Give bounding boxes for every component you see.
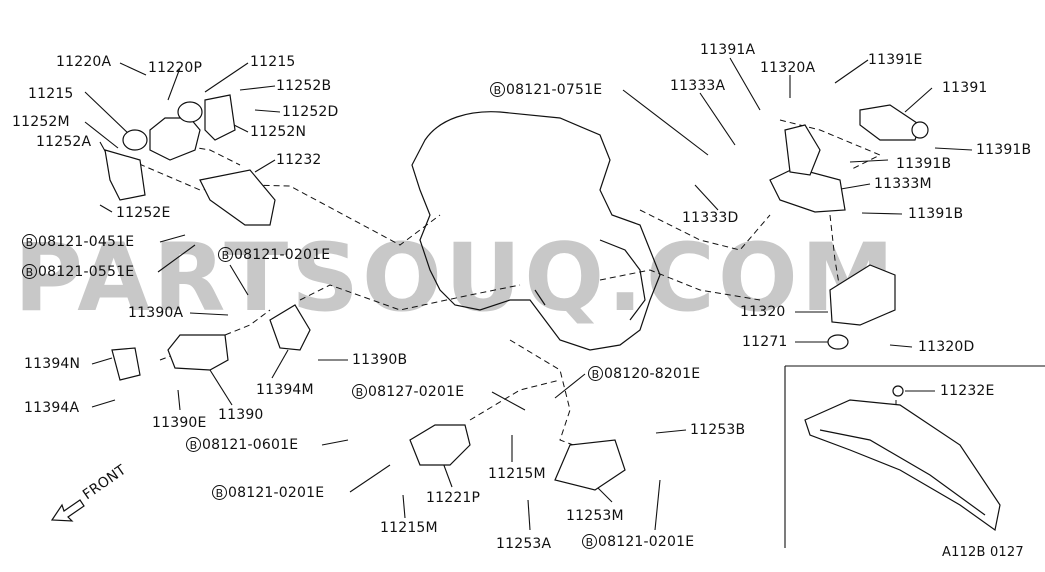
- leader-lines: [84, 57, 973, 531]
- callout-11215-top: 11215: [250, 54, 296, 70]
- nut-11391b: [911, 121, 929, 139]
- callout-11391b-c: 11391B: [908, 206, 964, 222]
- callout-11232: 11232: [276, 152, 322, 168]
- insulator-11215-a: [177, 101, 203, 123]
- callout-11320d: 11320D: [918, 339, 975, 355]
- part-shapes: [104, 94, 929, 491]
- callout-11252d: 11252D: [282, 104, 339, 120]
- callout-11252b: 11252B: [276, 78, 332, 94]
- bracket-11232: [199, 169, 276, 226]
- figure-code: A112B 0127: [942, 545, 1024, 560]
- callout-11253m: 11253M: [566, 508, 624, 524]
- callout-11253a: 11253A: [496, 536, 552, 552]
- callout-11220a: 11220A: [56, 54, 112, 70]
- callout-11390b: 11390B: [352, 352, 408, 368]
- callout-11333m: 11333M: [874, 176, 932, 192]
- callout-11333d: 11333D: [682, 210, 739, 226]
- engine-outline: [411, 111, 661, 351]
- assembly-lines: [129, 119, 897, 456]
- inset-box: [784, 365, 1045, 548]
- callout-11252m: 11252M: [12, 114, 70, 130]
- bracket-11252m: [104, 149, 146, 201]
- callout-11394a: 11394A: [24, 400, 80, 416]
- callout-11394m: 11394M: [256, 382, 314, 398]
- stopper-11271: [827, 334, 849, 350]
- callout-11252a: 11252A: [36, 134, 92, 150]
- callout-11391a: 11391A: [700, 42, 756, 58]
- callout-11391: 11391: [942, 80, 988, 96]
- callout-11394n: 11394N: [24, 356, 81, 372]
- callout-11390e: 11390E: [152, 415, 207, 431]
- mount-11390: [167, 334, 229, 371]
- callout-11215-left: 11215: [28, 86, 74, 102]
- mount-11320: [829, 264, 896, 326]
- callout-11271: 11271: [742, 334, 788, 350]
- watermark: PARTSOUQ.COM: [14, 224, 898, 333]
- callout-11215m-a: 11215M: [380, 520, 438, 536]
- callout-11391b-b: 11391B: [976, 142, 1032, 158]
- bracket-11253m: [554, 439, 626, 491]
- bracket-11252n: [204, 94, 236, 141]
- callout-11252n: 11252N: [250, 124, 307, 140]
- bracket-11394n: [111, 347, 141, 381]
- front-arrow-icon: [50, 499, 85, 522]
- callout-11220p: 11220P: [148, 60, 203, 76]
- callout-11221p: 11221P: [426, 490, 481, 506]
- inset-cover-11232e: [804, 399, 1001, 532]
- mount-11220: [149, 117, 201, 161]
- bracket-11391: [859, 104, 921, 141]
- callout-11232e: 11232E: [940, 383, 995, 399]
- callout-11252e: 11252E: [116, 205, 171, 221]
- insulator-11215-b: [122, 129, 148, 151]
- inset-bolt: [892, 385, 904, 397]
- callout-11390a: 11390A: [128, 305, 184, 321]
- callout-11391b-a: 11391B: [896, 156, 952, 172]
- bracket-11394m: [269, 304, 311, 351]
- callout-11390: 11390: [218, 407, 264, 423]
- callout-11253b: 11253B: [690, 422, 746, 438]
- callout-11215m-b: 11215M: [488, 466, 546, 482]
- mount-11221p: [409, 424, 471, 466]
- bracket-11320a: [784, 124, 821, 176]
- callout-11333a: 11333A: [670, 78, 726, 94]
- callout-11320a: 11320A: [760, 60, 816, 76]
- callout-11320: 11320: [740, 304, 786, 320]
- callout-11391e: 11391E: [868, 52, 923, 68]
